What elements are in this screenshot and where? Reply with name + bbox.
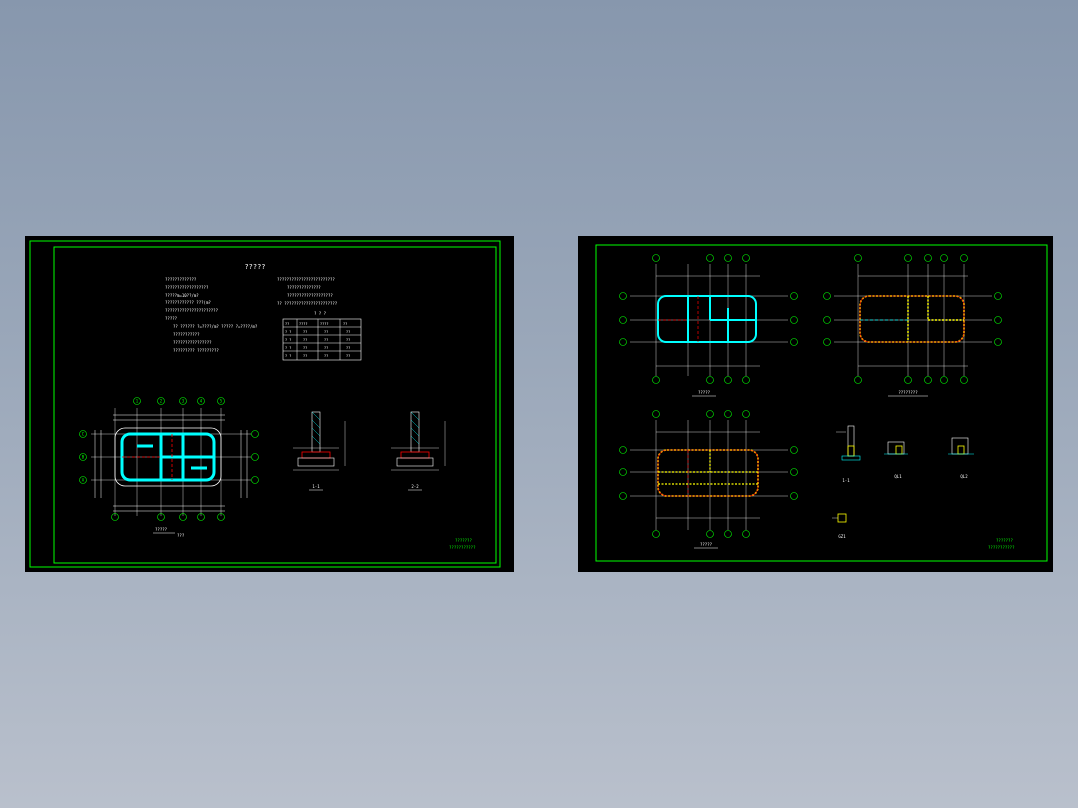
drawing-sheet-foundation[interactable]: ????? ????????????? ?????????????????? ?…	[25, 236, 514, 572]
axis-label: 5	[220, 399, 223, 404]
sheet-right-svg: ?????	[595, 244, 1048, 562]
table-cell: ??	[346, 354, 350, 358]
table-caption: ? ? ?	[314, 311, 327, 316]
title-block-line1: ???????	[455, 538, 472, 543]
table-cell: ??	[303, 338, 307, 342]
note-line: ???????????? ???(m?	[165, 300, 211, 305]
axis-label: B	[82, 455, 85, 460]
table-cell: ??	[346, 338, 350, 342]
title-block-line2: ???????????	[449, 545, 476, 550]
plan-label: ?????	[155, 527, 168, 532]
note-line: ??????????????????????	[165, 308, 219, 313]
plan-label: ?????	[698, 390, 711, 395]
note-line: ???????????	[173, 332, 200, 337]
plan-sublabel: ???	[177, 533, 185, 538]
section-label: 1-1	[312, 484, 320, 489]
axis-label: C	[82, 432, 85, 437]
note-line: ?????m=10??/m?	[165, 293, 199, 298]
rebar-table: ? ? ? ?? ???? ???? ?? ? ? ?? ?? ?? ? ? ?…	[282, 311, 362, 361]
section-label: QL1	[894, 474, 902, 479]
detail-ql2: QL2	[948, 437, 974, 479]
table-cell: ??	[346, 330, 350, 334]
note-line: ????????????????	[173, 340, 212, 345]
detail-gz1: GZ1	[832, 513, 847, 539]
general-notes: ????????????? ?????????????????? ?????m=…	[165, 277, 338, 353]
plan-label: ?????	[700, 542, 713, 547]
foundation-plan: 1 2 3 4 5 C B A ???	[79, 397, 259, 538]
table-cell: ??	[324, 346, 328, 350]
detail-1-1: 1-1	[836, 425, 861, 483]
section-label: QL2	[960, 474, 968, 479]
table-cell: ? ?	[285, 354, 291, 358]
note-line: ????????????????????????	[277, 277, 335, 282]
table-cell: ??	[324, 354, 328, 358]
table-cell: ????	[299, 322, 307, 326]
note-line: ?? ?????? ?=????/m? ????? ?=????/m?	[173, 324, 258, 329]
note-line: ?????????????	[165, 277, 197, 282]
section-label: 1-1	[842, 478, 850, 483]
note-line: ??????????????????	[165, 285, 209, 290]
table-cell: ??	[346, 346, 350, 350]
plan-c: ?????	[619, 410, 798, 549]
section-label: GZ1	[838, 534, 846, 539]
plan-a: ?????	[619, 254, 798, 397]
axis-label: 2	[160, 399, 163, 404]
section-1-1: 1-1	[293, 411, 346, 491]
plan-b: ????????	[823, 254, 1002, 397]
drawing-sheet-structure[interactable]: ?????	[578, 236, 1053, 572]
axis-label: 3	[182, 399, 185, 404]
section-label: 2-2	[411, 484, 419, 489]
sheet-left-svg: ????? ????????????? ?????????????????? ?…	[29, 240, 501, 568]
note-line: ?? ??????????????????????	[277, 301, 338, 306]
section-2-2: 2-2	[391, 411, 446, 491]
outer-frame	[29, 240, 501, 568]
note-line: ??????????????	[287, 285, 321, 290]
axis-label: 4	[200, 399, 203, 404]
table-cell: ??	[285, 322, 289, 326]
table-cell: ? ?	[285, 346, 291, 350]
title-block-line1: ???????	[996, 538, 1013, 543]
note-line: ?????	[165, 316, 178, 321]
axis-label: 1	[136, 399, 139, 404]
inner-frame	[53, 246, 497, 564]
table-cell: ? ?	[285, 338, 291, 342]
title-block-line2: ???????????	[988, 545, 1015, 550]
note-line: ???????????????????	[287, 293, 333, 298]
table-cell: ??	[303, 346, 307, 350]
detail-ql1: QL1	[884, 441, 908, 479]
note-line: ????????? ?????????	[173, 348, 219, 353]
table-cell: ? ?	[285, 330, 291, 334]
table-cell: ????	[320, 322, 328, 326]
table-cell: ??	[303, 330, 307, 334]
table-cell: ??	[303, 354, 307, 358]
plan-label: ????????	[898, 390, 918, 395]
table-cell: ??	[324, 330, 328, 334]
table-cell: ??	[343, 322, 347, 326]
table-cell: ??	[324, 338, 328, 342]
frame	[595, 244, 1048, 562]
sheet-title: ?????	[244, 263, 265, 271]
axis-label: A	[82, 478, 85, 483]
